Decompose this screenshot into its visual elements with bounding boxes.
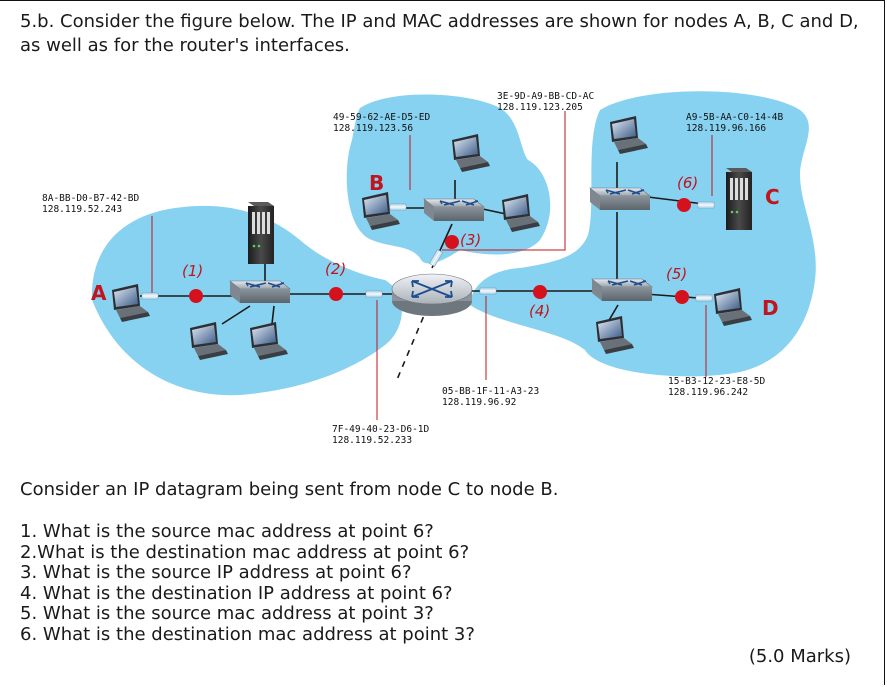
point-1-label: (1) (182, 262, 204, 280)
question-item: 2.What is the destination mac address at… (20, 541, 470, 563)
point-6-label: (6) (677, 174, 699, 192)
point-2-label: (2) (325, 260, 347, 278)
point-3-label: (3) (460, 231, 482, 249)
adapter-b (389, 203, 407, 211)
router-top-address: 3E-9D-A9-BB-CD-AC 128.119.123.205 (497, 91, 594, 113)
point-5-label: (5) (666, 265, 688, 283)
question-item: 3. What is the source IP address at poin… (20, 562, 412, 583)
adapter-router-left (365, 290, 383, 298)
point-6-marker (677, 198, 691, 212)
node-b-address: 49-59-62-AE-D5-ED 128.119.123.56 (333, 112, 430, 134)
node-d-label: D (762, 296, 779, 320)
question-list: 1. What is the source mac address at poi… (20, 521, 475, 645)
adapter-c (697, 201, 715, 209)
node-a-label: A (91, 281, 107, 305)
router-right-ip: 128.119.96.92 (442, 397, 517, 408)
router-top-mac: 3E-9D-A9-BB-CD-AC (497, 91, 595, 102)
router-icon (391, 273, 473, 316)
router-right-mac: 05-BB-1F-11-A3-23 (442, 386, 540, 397)
node-b-label: B (369, 171, 385, 195)
node-a-mac: 8A-BB-D0-B7-42-BD (42, 193, 140, 204)
point-1-marker (189, 289, 203, 303)
router-left-address: 7F-49-40-23-D6-1D 128.119.52.233 (332, 424, 429, 446)
router-left-mac: 7F-49-40-23-D6-1D (332, 424, 430, 435)
adapter-d (695, 294, 713, 302)
node-b-mac: 49-59-62-AE-D5-ED (333, 112, 431, 123)
switch-top-icon (423, 198, 485, 222)
node-b-ip: 128.119.123.56 (333, 123, 414, 134)
node-c-mac: A9-5B-AA-C0-14-4B (686, 112, 784, 123)
switch-right-bottom-icon (591, 278, 653, 302)
router-top-ip: 128.119.123.205 (497, 102, 583, 113)
scenario-text: Consider an IP datagram being sent from … (20, 479, 559, 500)
adapter-a (141, 292, 159, 300)
node-d-address: 15-B3-12-23-E8-5D 128.119.96.242 (668, 376, 765, 398)
point-2-marker (329, 287, 343, 301)
point-4-marker (533, 285, 547, 299)
question-item: 1. What is the source mac address at poi… (20, 521, 434, 542)
node-d-mac: 15-B3-12-23-E8-5D (668, 376, 766, 387)
question-header: 5.b. Consider the figure below. The IP a… (20, 11, 859, 56)
switch-right-top-icon (589, 187, 651, 211)
question-item: 4. What is the destination IP address at… (20, 582, 453, 604)
network-diagram (91, 91, 816, 420)
point-4-label: (4) (529, 302, 551, 320)
switch-left-icon (229, 280, 291, 304)
question-item: 5. What is the source mac address at poi… (20, 603, 434, 624)
point-3-marker (445, 235, 459, 249)
host-c-server (726, 168, 752, 230)
node-d-ip: 128.119.96.242 (668, 387, 749, 398)
point-5-marker (675, 290, 689, 304)
marks-label: (5.0 Marks) (748, 646, 851, 667)
question-item: 6. What is the destination mac address a… (20, 623, 475, 645)
node-c-ip: 128.119.96.166 (686, 123, 767, 134)
server-left-icon (248, 202, 274, 264)
adapter-router-right (479, 287, 497, 295)
node-c-address: A9-5B-AA-C0-14-4B 128.119.96.166 (686, 112, 783, 134)
leader-lines (151, 111, 713, 420)
router-right-address: 05-BB-1F-11-A3-23 128.119.96.92 (442, 386, 539, 408)
node-a-ip: 128.119.52.243 (42, 204, 123, 215)
router-left-ip: 128.119.52.233 (332, 435, 413, 446)
node-c-label: C (765, 185, 780, 209)
node-a-address: 8A-BB-D0-B7-42-BD 128.119.52.243 (42, 193, 139, 215)
